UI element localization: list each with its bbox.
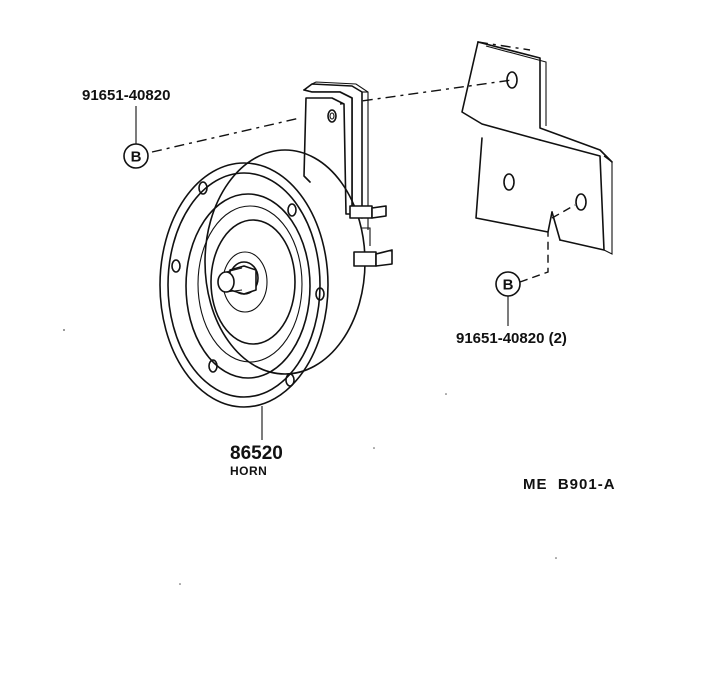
- callout-b-bottom-letter: B: [503, 277, 514, 294]
- diagram-reference-code: ME B901-A: [523, 476, 616, 493]
- part-number-bolt-bottom: 91651-40820 (2): [456, 330, 567, 347]
- callout-b-top-letter: B: [131, 149, 142, 166]
- scan-specks: [63, 329, 557, 585]
- horn-front-rim: [159, 162, 329, 408]
- callout-b-top: B: [123, 143, 149, 169]
- horn-diaphragm: [185, 193, 311, 379]
- horn-terminals: [349, 205, 393, 267]
- part-name-horn: HORN: [230, 464, 267, 478]
- horn-rim-inner: [167, 172, 321, 398]
- leader-lines: [135, 106, 509, 440]
- callout-b-bottom: B: [495, 271, 521, 297]
- bracket-hole-right: [575, 193, 587, 211]
- part-number-horn: 86520: [230, 443, 283, 464]
- adjusting-screw-icon: [217, 261, 259, 295]
- installation-lines: [151, 79, 576, 283]
- part-number-bolt-top: 91651-40820: [82, 87, 170, 104]
- strap-hole-icon: [327, 109, 337, 123]
- horn: [159, 149, 393, 408]
- vehicle-bracket: [461, 41, 613, 255]
- bracket-hole-left: [503, 173, 515, 191]
- rim-holes: [171, 181, 325, 387]
